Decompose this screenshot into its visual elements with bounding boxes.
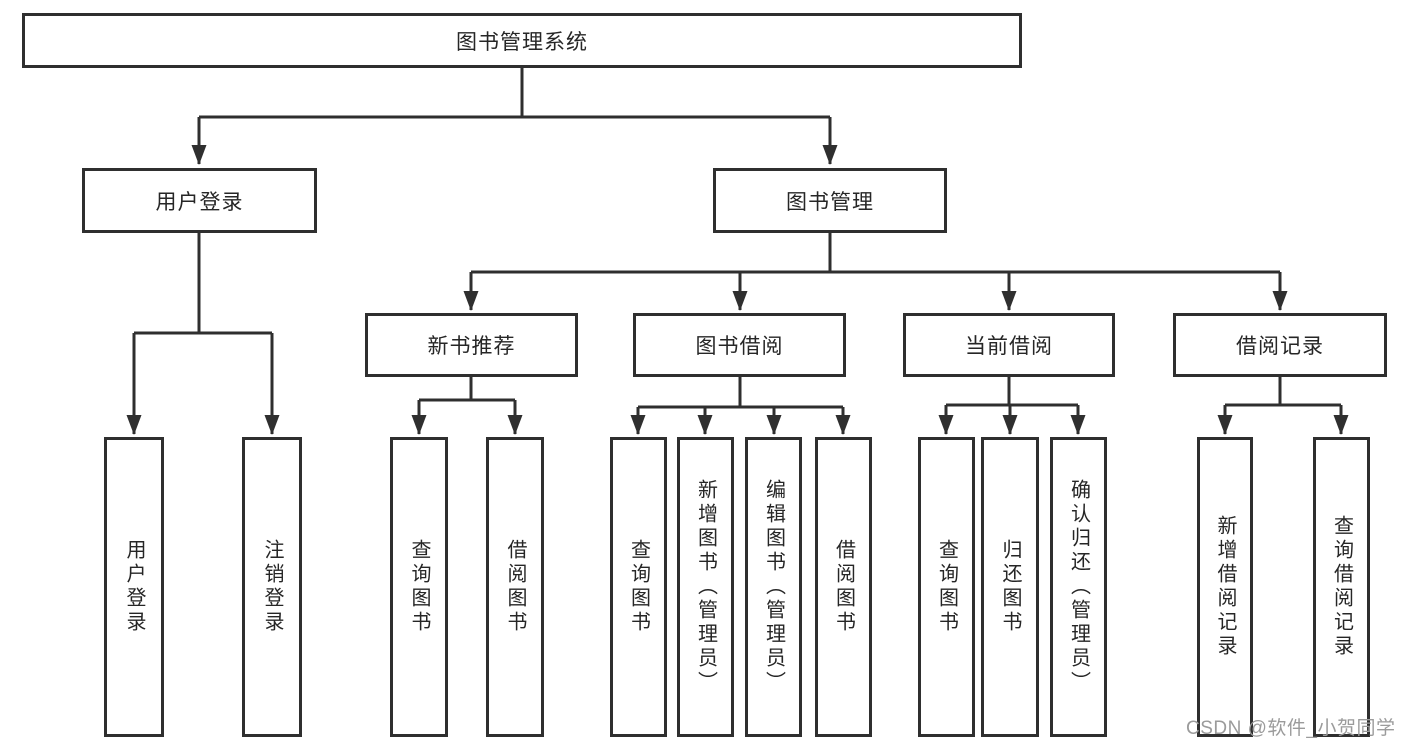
node-leaf-user-login: 用户登录 [104, 437, 164, 737]
node-label: 用户登录 [123, 539, 145, 635]
node-leaf-add-borrow-record: 新增借阅记录 [1197, 437, 1253, 737]
node-root-library-system: 图书管理系统 [22, 13, 1022, 68]
node-leaf-edit-books-admin: 编辑图书（管理员） [745, 437, 802, 737]
csdn-watermark: CSDN @软件_小贺同学 [1186, 718, 1396, 739]
node-label: 图书借阅 [695, 335, 784, 358]
node-label: 借阅记录 [1236, 335, 1324, 358]
node-leaf-search-books-current: 查询图书 [918, 437, 975, 737]
node-label: 图书管理系统 [456, 30, 588, 54]
node-label: 用户登录 [155, 190, 244, 214]
node-leaf-borrow-books: 借阅图书 [815, 437, 872, 737]
node-user-login: 用户登录 [82, 168, 317, 233]
node-label: 查询借阅记录 [1330, 515, 1353, 659]
node-leaf-logout: 注销登录 [242, 437, 302, 737]
node-leaf-search-books-borrow: 查询图书 [610, 437, 667, 737]
node-label: 归还图书 [999, 539, 1021, 635]
node-book-management: 图书管理 [713, 168, 947, 233]
node-label: 确认归还（管理员） [1067, 479, 1090, 695]
node-label: 注销登录 [261, 539, 283, 635]
node-label: 新增借阅记录 [1214, 515, 1236, 659]
node-book-borrow: 图书借阅 [633, 313, 846, 377]
node-label: 借阅图书 [832, 539, 855, 635]
node-current-borrow: 当前借阅 [903, 313, 1115, 377]
node-new-book-recommend: 新书推荐 [365, 313, 578, 377]
node-label: 新书推荐 [427, 335, 516, 358]
node-label: 查询图书 [935, 539, 958, 635]
node-label: 查询图书 [408, 539, 430, 635]
node-leaf-search-books-recommend: 查询图书 [390, 437, 448, 737]
node-label: 编辑图书（管理员） [762, 479, 785, 695]
node-leaf-confirm-return-admin: 确认归还（管理员） [1050, 437, 1107, 737]
node-borrow-record: 借阅记录 [1173, 313, 1387, 377]
node-leaf-borrow-books-recommend: 借阅图书 [486, 437, 544, 737]
node-leaf-search-borrow-record: 查询借阅记录 [1313, 437, 1370, 737]
node-label: 查询图书 [627, 539, 650, 635]
node-label: 借阅图书 [504, 539, 526, 635]
node-label: 当前借阅 [965, 335, 1053, 358]
node-leaf-add-books-admin: 新增图书（管理员） [677, 437, 734, 737]
node-label: 新增图书（管理员） [694, 479, 717, 695]
node-label: 图书管理 [786, 190, 874, 214]
node-leaf-return-books: 归还图书 [981, 437, 1039, 737]
